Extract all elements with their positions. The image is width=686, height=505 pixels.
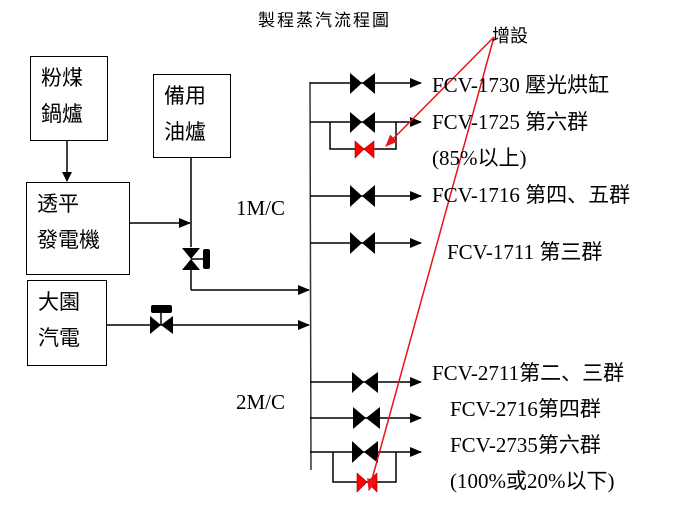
annotation-arrow-2735 — [367, 36, 495, 491]
box-line: 粉煤 — [41, 66, 83, 90]
valve-fcv-1725-icon — [350, 112, 375, 133]
valve-fcv-1716-icon — [350, 185, 375, 207]
valve-fcv-2735-icon — [352, 441, 378, 463]
branch-label-fcv-1711: FCV-1711 第三群 — [447, 240, 603, 264]
branch-label-fcv-1730: FCV-1730 壓光烘缸 — [432, 73, 610, 97]
added-bypass-valve-1725-icon — [354, 140, 375, 159]
pulverized-coal-boiler-box: 粉煤 鍋爐 — [30, 56, 108, 141]
annotation-added-label: 增設 — [492, 26, 528, 47]
box-line: 大園 — [38, 290, 80, 314]
branch-label-fcv-2716: FCV-2716第四群 — [450, 397, 601, 421]
valve-fcv-2711-icon — [352, 372, 378, 393]
branch-note-fcv-2735: (100%或20%以下) — [450, 469, 615, 493]
header-label-2mc: 2M/C — [236, 390, 286, 414]
branch-label-fcv-2735: FCV-2735第六群 — [450, 433, 601, 457]
box-line: 透平 — [37, 192, 79, 216]
box-line: 油爐 — [164, 120, 206, 144]
valve-fcv-1730-icon — [350, 73, 375, 94]
header-label-1mc: 1M/C — [236, 196, 286, 220]
standby-oil-boiler-box: 備用 油爐 — [153, 74, 231, 158]
box-line: 鍋爐 — [41, 102, 83, 126]
valve-fcv-2716-icon — [353, 407, 380, 429]
annotation-arrow-1725 — [385, 36, 495, 147]
main-header-pipe — [309, 81, 312, 471]
turbine-generator-box: 透平 發電機 — [26, 182, 130, 275]
branch-note-fcv-1725: (85%以上) — [432, 146, 527, 170]
box-line: 備用 — [164, 84, 206, 108]
box-line: 發電機 — [37, 228, 100, 252]
diagram-title: 製程蒸汽流程圖 — [258, 11, 391, 30]
box-line: 汽電 — [38, 326, 80, 350]
dayuan-cogen-box: 大園 汽電 — [27, 280, 107, 366]
valve-fcv-1711-icon — [350, 232, 375, 254]
reducing-valve-vertical-icon — [182, 248, 210, 270]
bypass-pipe-fcv-2735 — [332, 452, 397, 483]
branch-label-fcv-1716: FCV-1716 第四、五群 — [432, 183, 631, 207]
branch-label-fcv-1725: FCV-1725 第六群 — [432, 110, 589, 134]
branch-label-fcv-2711: FCV-2711第二、三群 — [432, 361, 625, 385]
dayuan-valve-icon — [150, 305, 173, 334]
